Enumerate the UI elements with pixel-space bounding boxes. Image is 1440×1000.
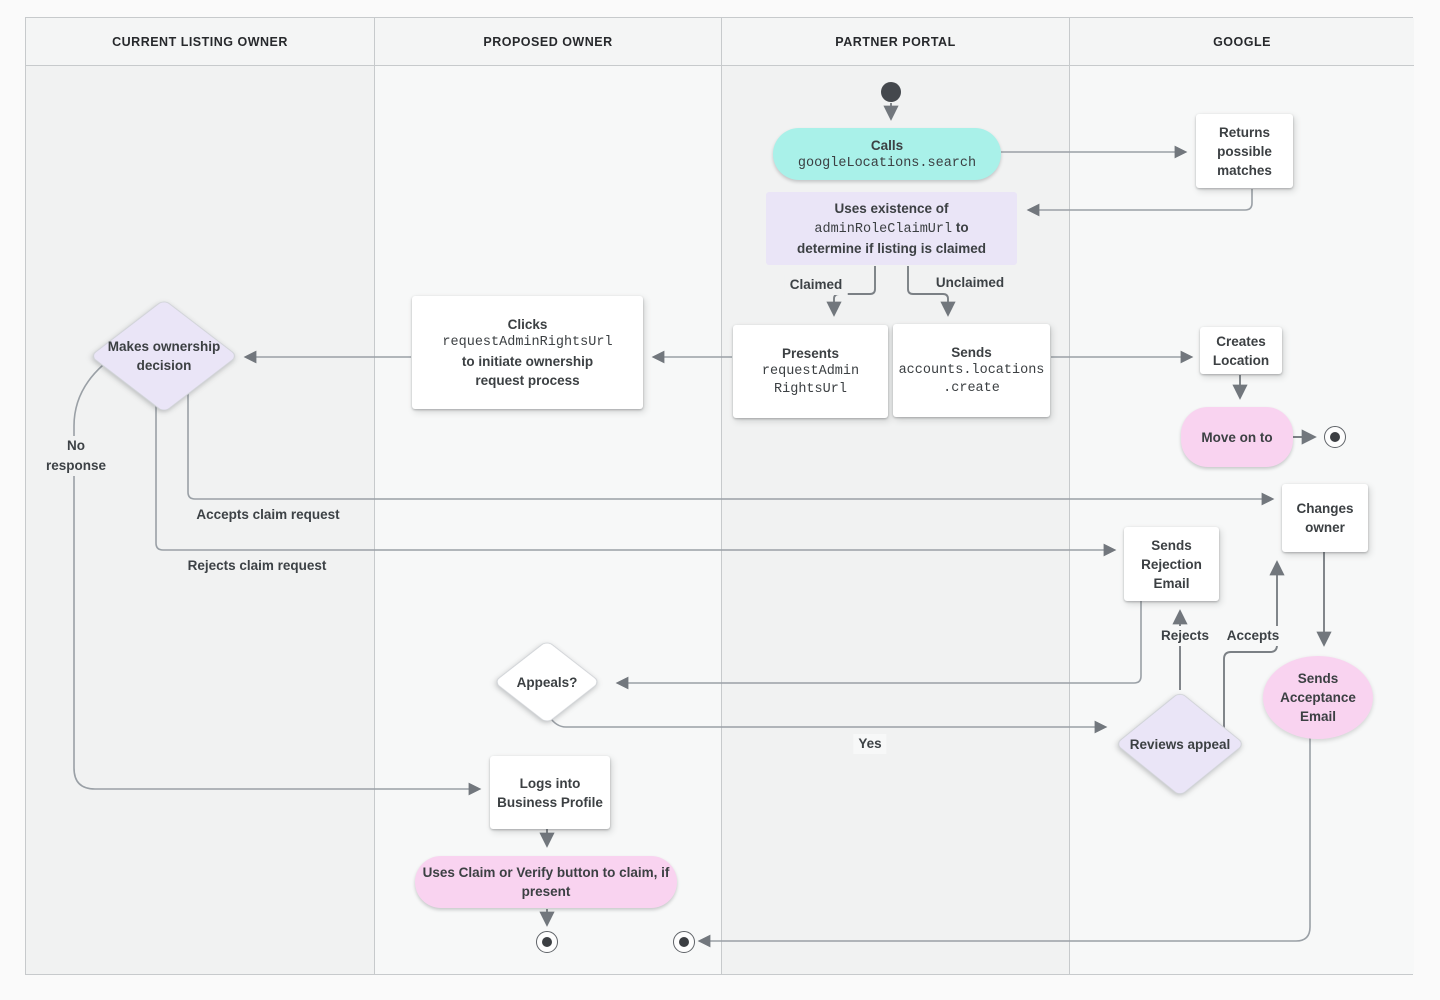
node-label: Sends Acceptance Email (1280, 671, 1356, 724)
edge-label-no-response: No response (36, 436, 116, 476)
lane-header-google: GOOGLE (1069, 18, 1414, 66)
end-node-dot (1330, 432, 1340, 442)
node-code: adminRoleClaimUrl (814, 222, 953, 237)
node-label: Logs into Business Profile (497, 775, 603, 810)
returns-possible-matches-node: Returns possible matches (1196, 114, 1293, 188)
lane-header-partner-portal: PARTNER PORTAL (721, 18, 1069, 66)
node-line3: determine if listing is claimed (796, 241, 987, 256)
lane-title: CURRENT LISTING OWNER (112, 34, 288, 49)
edge-label-rejects-claim-request: Rejects claim request (182, 556, 332, 576)
logs-into-business-profile-node: Logs into Business Profile (490, 756, 610, 829)
edge-claimed (826, 266, 876, 317)
end-node-claim (536, 931, 558, 953)
move-on-to-node: Move on to (1181, 407, 1293, 467)
clicks-request-admin-rights-url-node: Clicks requestAdminRightsUrl to initiate… (412, 296, 643, 409)
node-line2: to initiate ownership (461, 354, 594, 369)
node-line2: adminRoleClaimUrl to (814, 218, 968, 239)
uses-claim-or-verify-node: Uses Claim or Verify button to claim, if… (415, 856, 677, 908)
node-label: Makes ownership decision (107, 339, 221, 373)
edge-label-claimed: Claimed (784, 275, 848, 295)
node-title: Presents (781, 346, 840, 361)
node-code: requestAdminRightsUrl (442, 335, 613, 350)
node-label: Creates Location (1212, 333, 1270, 368)
lane-header-proposed-owner: PROPOSED OWNER (374, 18, 721, 66)
calls-google-locations-search-node: Calls googleLocations.search (773, 128, 1001, 180)
node-line2-suffix: to (955, 220, 969, 235)
edge-unclaimed (907, 266, 956, 317)
presents-request-admin-rights-url-node: Presents requestAdmin RightsUrl (733, 325, 888, 418)
sends-accounts-locations-create-node: Sends accounts.locations .create (893, 324, 1050, 417)
edge-no-response (73, 364, 482, 796)
node-label: Reviews appeal (1129, 736, 1231, 752)
node-code: googleLocations.search (797, 155, 977, 171)
node-code-line1: accounts.locations (898, 363, 1045, 378)
node-label: Returns possible matches (1217, 124, 1272, 178)
end-node-move-on (1324, 426, 1346, 448)
start-node (881, 82, 901, 102)
node-label: Appeals? (516, 674, 578, 690)
edge-label-rejects: Rejects (1155, 626, 1215, 646)
edge-label-unclaimed: Unclaimed (930, 273, 1010, 293)
lane-title: PARTNER PORTAL (835, 34, 956, 49)
node-line3: request process (475, 373, 580, 388)
end-node-dot (542, 937, 552, 947)
node-code-line2: .create (943, 381, 1000, 396)
lane-title: GOOGLE (1213, 34, 1271, 49)
edge-yes-to-reviews (548, 715, 1108, 734)
edge-label-accepts: Accepts (1221, 626, 1285, 646)
edge-rejects-claim-request (155, 404, 1117, 557)
appeals-decision-node: Appeals? (493, 640, 601, 724)
sends-rejection-email-node: Sends Rejection Email (1124, 527, 1219, 601)
edge-accepts-claim-request (187, 394, 1275, 506)
edge-accepts-up (1223, 560, 1285, 730)
node-title: Sends (951, 345, 992, 360)
node-code-line2: RightsUrl (774, 382, 847, 397)
creates-location-node: Creates Location (1200, 327, 1282, 374)
edge-acceptance-to-end (697, 738, 1311, 948)
node-label: Sends Rejection Email (1141, 537, 1202, 591)
edge-rejection-to-appeals (615, 601, 1142, 690)
node-label: Move on to (1201, 429, 1273, 445)
reviews-appeal-node: Reviews appeal (1114, 691, 1246, 797)
makes-ownership-decision-node: Makes ownership decision (89, 299, 239, 413)
end-node-acceptance (673, 931, 695, 953)
changes-owner-node: Changes owner (1282, 484, 1368, 552)
end-node-dot (679, 937, 689, 947)
node-line1: Clicks (507, 317, 548, 332)
node-label: Uses Claim or Verify button to claim, if… (422, 865, 670, 899)
node-label: Changes owner (1296, 501, 1354, 535)
uses-existence-node: Uses existence of adminRoleClaimUrl to d… (766, 192, 1017, 265)
edge-label-accepts-claim-request: Accepts claim request (191, 505, 345, 525)
node-title: Calls (870, 137, 904, 153)
node-code-line1: requestAdmin (761, 364, 860, 379)
edge-label-yes: Yes (853, 734, 887, 754)
lane-header-current-listing-owner: CURRENT LISTING OWNER (26, 18, 374, 66)
lane-title: PROPOSED OWNER (483, 34, 613, 49)
edge-returns-to-uses (1026, 189, 1253, 217)
sends-acceptance-email-node: Sends Acceptance Email (1263, 656, 1373, 739)
node-line1: Uses existence of (834, 201, 949, 216)
